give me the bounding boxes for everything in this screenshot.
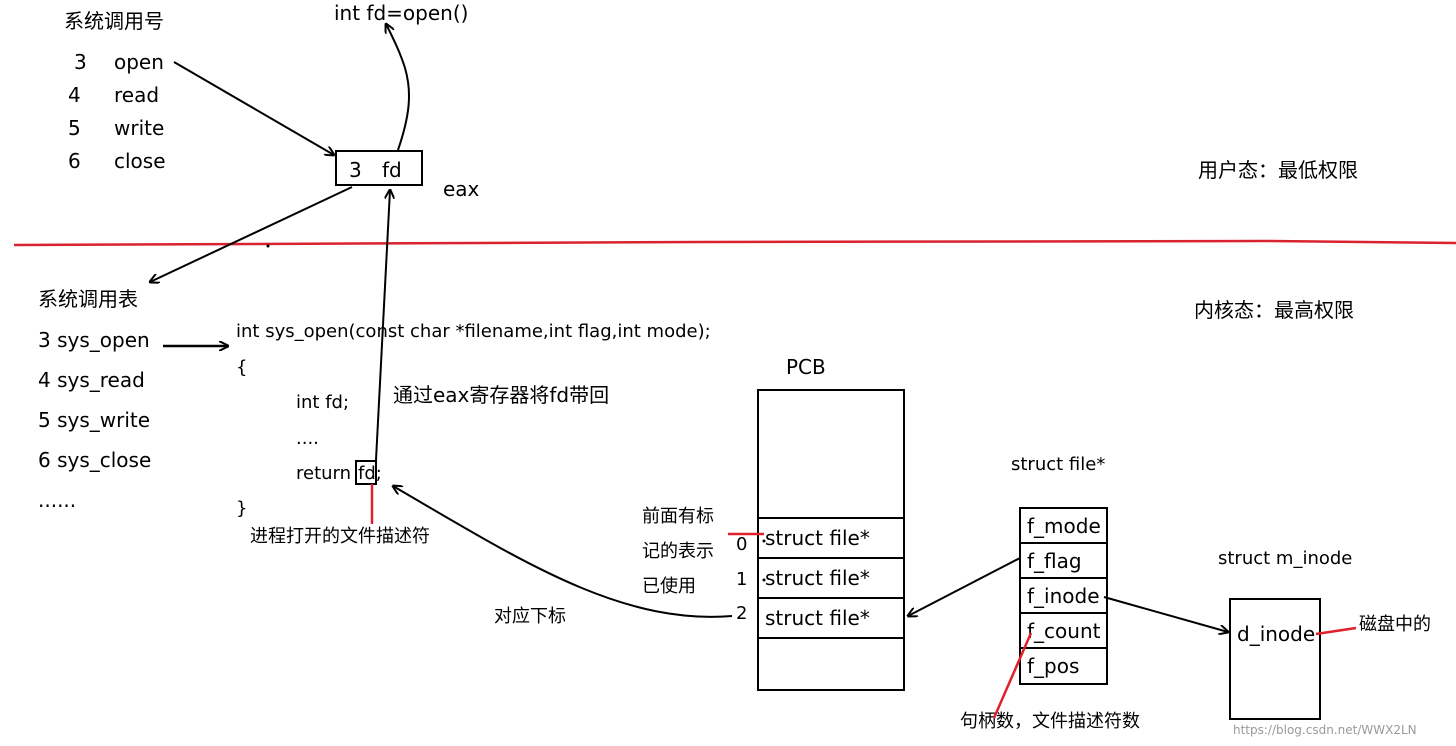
count-red-marker [992,632,1033,719]
user-kernel-divider [13,239,1456,247]
file-field-label: f_inode [1027,583,1100,608]
stray-dot [266,244,270,248]
syscall-table-title: 系统调用表 [38,287,138,311]
file-field-label: f_mode [1027,513,1101,538]
syscall-table-item: 5 sys_write [38,408,151,432]
pcb-slot-label: struct file* [765,606,870,630]
syscall-number: 4 [68,83,81,107]
arrow-index-to-return-fd [393,486,733,618]
code-close-brace: } [236,498,248,519]
handle-count-note: 句柄数，文件描述符数 [960,711,1140,732]
arrow-inode-to-d-inode [1103,596,1228,632]
syscall-number: 5 [68,116,81,140]
syscall-number: 3 [74,50,87,74]
eax-syscall-number: 3 [349,158,362,182]
watermark: https://blog.csdn.net/WWX2LN [1233,723,1417,737]
used-note-line: 前面有标 [642,506,714,527]
file-field-pos: f_pos [1019,647,1108,685]
inode-struct-title: struct m_inode [1218,548,1353,569]
syscall-name: close [114,149,166,173]
return-fd-highlight-box [355,460,377,485]
code-open-brace: { [236,357,248,378]
pcb-fd-slot: struct file* [757,597,905,639]
disk-red-marker [1315,626,1357,636]
syscall-table-item: 3 sys_open [38,328,150,352]
syscall-number-title: 系统调用号 [64,9,164,33]
arrow-file-to-pcb-slot [908,557,1021,616]
pcb-slot-index: 0 [736,534,748,555]
file-field-label: f_pos [1027,654,1080,678]
code-ellipsis: .... [296,428,319,449]
fd-description-note: 进程打开的文件描述符 [250,526,430,547]
file-field-label: f_count [1027,618,1101,643]
syscall-name: read [114,83,160,107]
used-slot-dot [762,578,766,582]
file-field-label: f_flag [1027,548,1082,573]
file-struct-title: struct file* [1011,454,1106,475]
pcb-slot-index: 2 [736,603,748,624]
syscall-table-item: 6 sys_close [38,448,152,472]
arrow-open-to-eax [173,61,334,155]
inode-field-label: d_inode [1237,622,1316,646]
eax-register-box: 3 fd [335,150,423,186]
pcb-title: PCB [786,355,826,379]
pcb-slot-label: struct file* [765,566,870,590]
eax-fd-value: fd [382,158,402,182]
file-field-flag: f_flag [1019,542,1108,579]
syscall-name: write [114,116,165,140]
arrow-eax-to-syscall-table [150,186,353,282]
index-note: 对应下标 [494,606,566,627]
syscall-table-item: 4 sys_read [38,368,145,392]
used-slot-dot [762,539,766,543]
pcb-slot-label: struct file* [765,526,870,550]
arrow-fd-to-open-call [386,24,411,151]
eax-return-note: 通过eax寄存器将fd带回 [393,383,610,407]
code-signature: int sys_open(const char *filename,int fl… [236,321,711,342]
disk-note: 磁盘中的 [1359,614,1431,635]
pcb-slot-index: 1 [736,569,748,590]
eax-label: eax [443,177,480,201]
code-declaration: int fd; [296,392,350,413]
syscall-number: 6 [68,149,81,173]
user-mode-label: 用户态：最低权限 [1198,158,1358,182]
syscall-name: open [114,50,164,74]
used-note-line: 记的表示 [642,541,714,562]
used-note-line: 已使用 [642,576,696,597]
syscall-table-item: ...... [38,488,77,512]
file-field-mode: f_mode [1019,507,1108,544]
code-return-keyword: return [296,463,352,484]
kernel-mode-label: 内核态：最高权限 [1194,298,1354,322]
open-call-label: int fd=open() [334,1,469,25]
inode-box: d_inode [1229,598,1321,720]
arrow-return-fd-to-eax [375,190,390,461]
